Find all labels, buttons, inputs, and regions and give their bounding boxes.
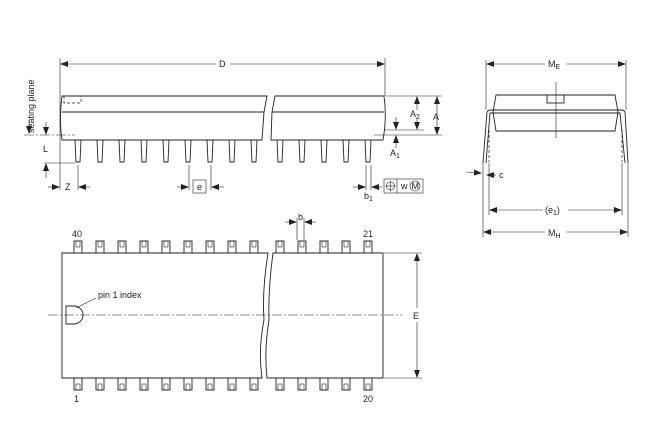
- top-view-pin-tip: [277, 240, 283, 248]
- pin1-index-mark: [65, 305, 84, 325]
- dim-c-label: c: [499, 170, 504, 180]
- top-view-pin-tip: [119, 383, 125, 391]
- pin1-notch-hidden: [63, 95, 82, 104]
- pin-1-label: 1: [74, 394, 79, 404]
- top-view-pin-tip: [185, 240, 191, 248]
- side-view: D seating plane L Z e b1 w M: [24, 58, 442, 203]
- dim-E-label: E: [413, 311, 419, 321]
- top-view-pin-tip: [75, 240, 81, 248]
- top-view-pin-tip: [343, 240, 349, 248]
- dim-A-label: A: [433, 112, 439, 122]
- top-view-pin-tip: [321, 240, 327, 248]
- pin-20-label: 20: [363, 394, 373, 404]
- mmc-label: M: [412, 181, 420, 191]
- dim-MH-label: MH: [548, 228, 561, 240]
- end-view-notch: [546, 94, 565, 104]
- top-view-pin-tip: [277, 383, 283, 391]
- pin-40-label: 40: [72, 229, 82, 239]
- side-view-body: [60, 95, 268, 141]
- top-view-pin-tip: [97, 240, 103, 248]
- top-view-pin-tip: [365, 383, 371, 391]
- pin-21-label: 21: [363, 229, 373, 239]
- top-view-pin-tip: [163, 240, 169, 248]
- top-view-body-left: [61, 252, 269, 379]
- top-view-pin-tip: [75, 383, 81, 391]
- dim-b1-label: b1: [364, 191, 373, 203]
- tolerance-w-label: w: [400, 181, 408, 191]
- top-view-pin-tip: [299, 240, 305, 248]
- top-view-pin-tip: [119, 240, 125, 248]
- mmc-circle-icon: [409, 180, 421, 192]
- dim-Z-label: Z: [65, 182, 71, 192]
- top-view-pin-tip: [97, 383, 103, 391]
- dim-e-label: e: [197, 182, 202, 192]
- top-view-pin-tip: [251, 383, 257, 391]
- top-view-pin-tip: [141, 383, 147, 391]
- dim-A2-label: A2: [410, 109, 420, 121]
- top-view-pin-tip: [321, 383, 327, 391]
- dim-A1-label: A1: [390, 148, 400, 160]
- dim-ME-label: ME: [548, 59, 561, 71]
- dim-L-label: L: [43, 144, 48, 154]
- dim-b-label: b: [298, 212, 303, 222]
- side-view-body-right: [270, 95, 386, 141]
- top-view-pin-tip: [229, 383, 235, 391]
- pin1-index-label: pin 1 index: [98, 290, 142, 300]
- top-view-pin-tip: [207, 383, 213, 391]
- dim-D-label: D: [219, 59, 226, 69]
- top-view-pin-tip: [251, 240, 257, 248]
- end-view: ME c (e1) MH: [465, 59, 629, 240]
- top-view-body-right: [265, 252, 384, 379]
- seating-plane-label: seating plane: [26, 79, 36, 133]
- top-view-pin-tip: [229, 240, 235, 248]
- top-view-pin-tip: [299, 383, 305, 391]
- top-view-pin-tip: [185, 383, 191, 391]
- top-view-pin-tip: [163, 383, 169, 391]
- top-view-pin-tip: [365, 240, 371, 248]
- top-view-pin-tip: [343, 383, 349, 391]
- position-tolerance-frame: w M: [383, 178, 424, 194]
- top-view: pin 1 index 40 21 1 20 b E: [48, 212, 422, 404]
- top-view-pin-tip: [141, 240, 147, 248]
- dim-e1-label: (e1): [545, 205, 560, 217]
- top-view-pin-tip: [207, 240, 213, 248]
